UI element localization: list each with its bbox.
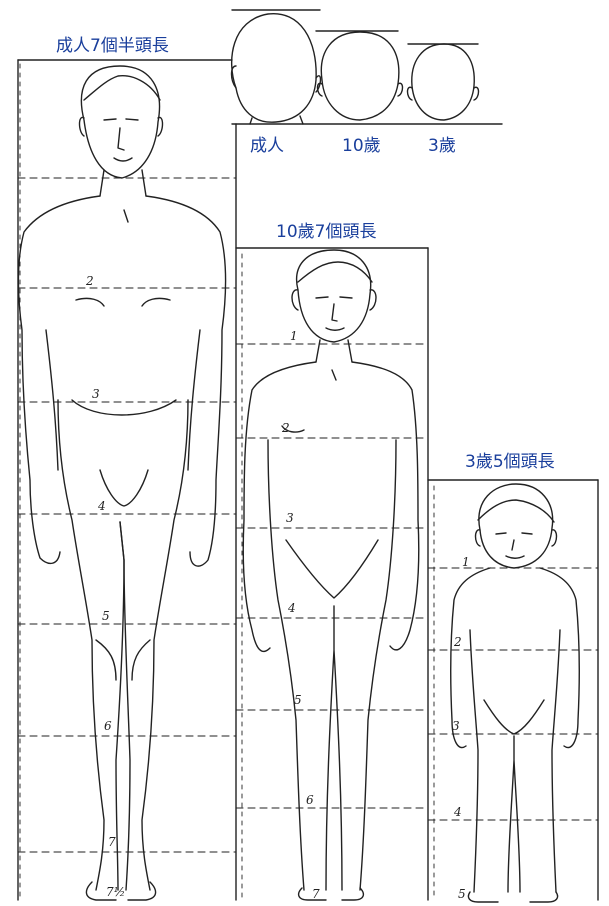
child3-num-4: 4 (453, 805, 462, 819)
child10-num-1: 1 (290, 329, 298, 343)
child10-num-2: 2 (281, 421, 290, 435)
adult-head-numbers: 2 3 4 5 6 7 7½ (85, 274, 125, 899)
child10-num-7: 7 (312, 887, 320, 901)
child10-num-6: 6 (306, 793, 314, 807)
adult-head-label: 成人 (250, 136, 284, 156)
child3-head-numbers: 1 2 3 4 5 (452, 555, 470, 901)
adult-num-6: 6 (104, 719, 112, 733)
child10-caption: 10歲7個頭長 (276, 222, 377, 242)
adult-num-2: 2 (85, 274, 94, 288)
child10-num-4: 4 (287, 601, 296, 615)
adult-num-7: 7 (108, 835, 116, 849)
adult-num-7-5: 7½ (106, 885, 125, 899)
child3-num-1: 1 (462, 555, 470, 569)
child10-head-numbers: 1 2 3 4 5 6 7 (281, 329, 320, 901)
child10-frame (235, 247, 429, 901)
child3-num-3: 3 (452, 719, 460, 733)
adult-num-3: 3 (92, 387, 100, 401)
adult-num-5: 5 (102, 609, 110, 623)
child10-figure (242, 249, 420, 901)
child3-head-label: 3歲 (428, 136, 456, 156)
child3-caption: 3歲5個頭長 (465, 452, 555, 472)
adult-division-lines (17, 177, 237, 853)
child10-num-5: 5 (294, 693, 302, 707)
child3-num-2: 2 (453, 635, 462, 649)
child3-num-5: 5 (458, 887, 466, 901)
child10-division-lines (235, 343, 429, 809)
adult-frame (17, 59, 237, 901)
adult-caption: 成人7個半頭長 (56, 36, 169, 56)
head-comparison (230, 9, 503, 125)
child10-head-label: 10歲 (342, 136, 381, 156)
adult-num-4: 4 (97, 499, 106, 513)
adult-figure (17, 65, 227, 901)
child3-frame (427, 479, 599, 901)
child3-figure (450, 483, 580, 903)
child10-num-3: 3 (286, 511, 294, 525)
